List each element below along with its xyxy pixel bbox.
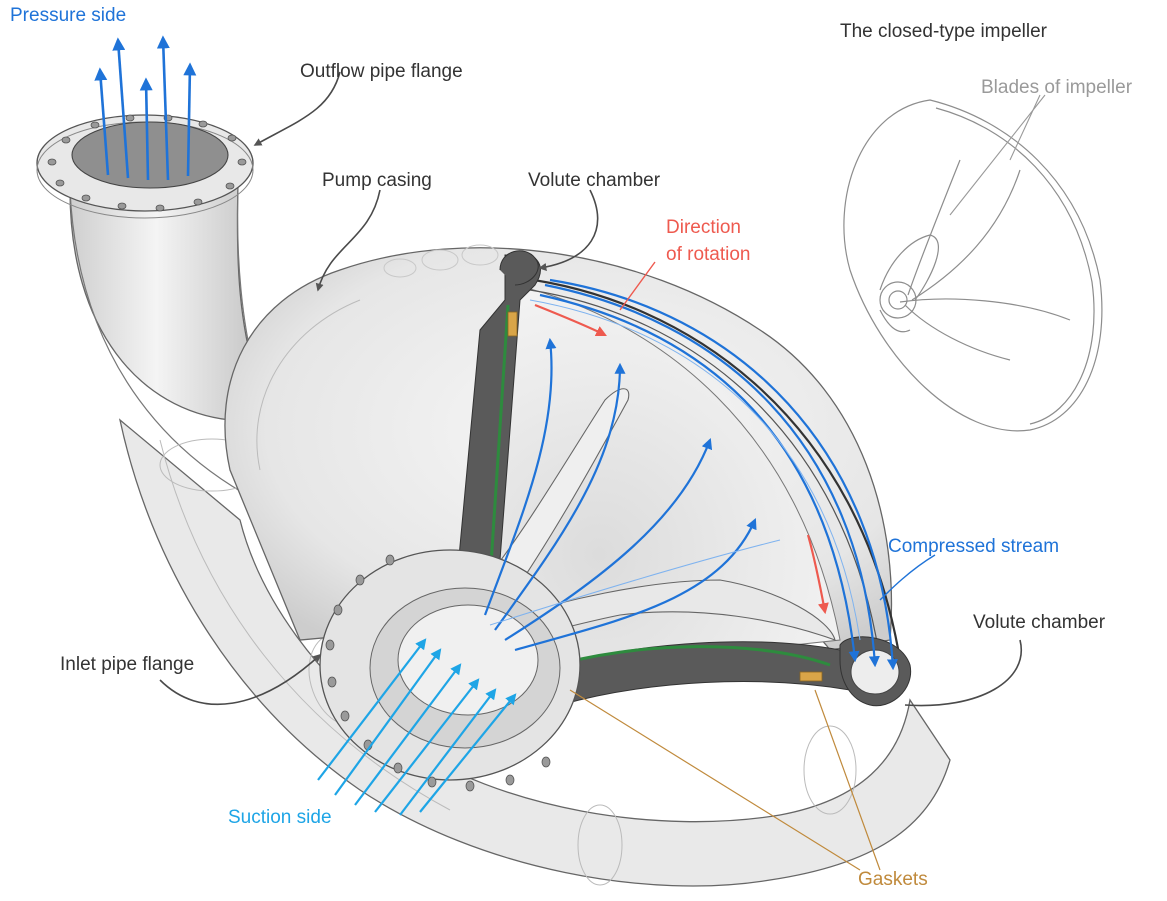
rotation-arrows: [534, 303, 829, 615]
label-suction-side: Suction side: [228, 807, 332, 828]
label-inlet-pipe-flange: Inlet pipe flange: [60, 654, 194, 675]
label-blades-of-impeller: Blades of impeller: [981, 77, 1133, 98]
suction-side-arrows: [317, 638, 517, 816]
label-pressure-side: Pressure side: [10, 5, 126, 26]
pressure-side-arrows: [94, 35, 197, 181]
label-direction-line1: Direction: [666, 217, 741, 238]
label-direction-line2: of rotation: [666, 244, 751, 265]
inlet-flange-bolt-holes: [325, 554, 551, 792]
label-gaskets: Gaskets: [858, 869, 928, 890]
label-outflow-pipe-flange: Outflow pipe flange: [300, 61, 463, 82]
label-volute-chamber-top: Volute chamber: [528, 170, 661, 191]
closed-impeller-sketch: [843, 99, 1103, 432]
cut-wall-lower: [539, 636, 912, 707]
internal-flow-thin-lines: [489, 299, 861, 641]
leader-lines: [159, 71, 1046, 871]
label-closed-type-impeller: The closed-type impeller: [840, 21, 1048, 42]
outflow-flange-bolt-holes: [47, 114, 247, 212]
internal-flow-arrows: [483, 278, 898, 671]
inlet-flange: [319, 549, 581, 781]
label-compressed-stream: Compressed stream: [888, 536, 1059, 557]
label-pump-casing: Pump casing: [322, 170, 432, 191]
label-volute-chamber-right: Volute chamber: [973, 612, 1106, 633]
